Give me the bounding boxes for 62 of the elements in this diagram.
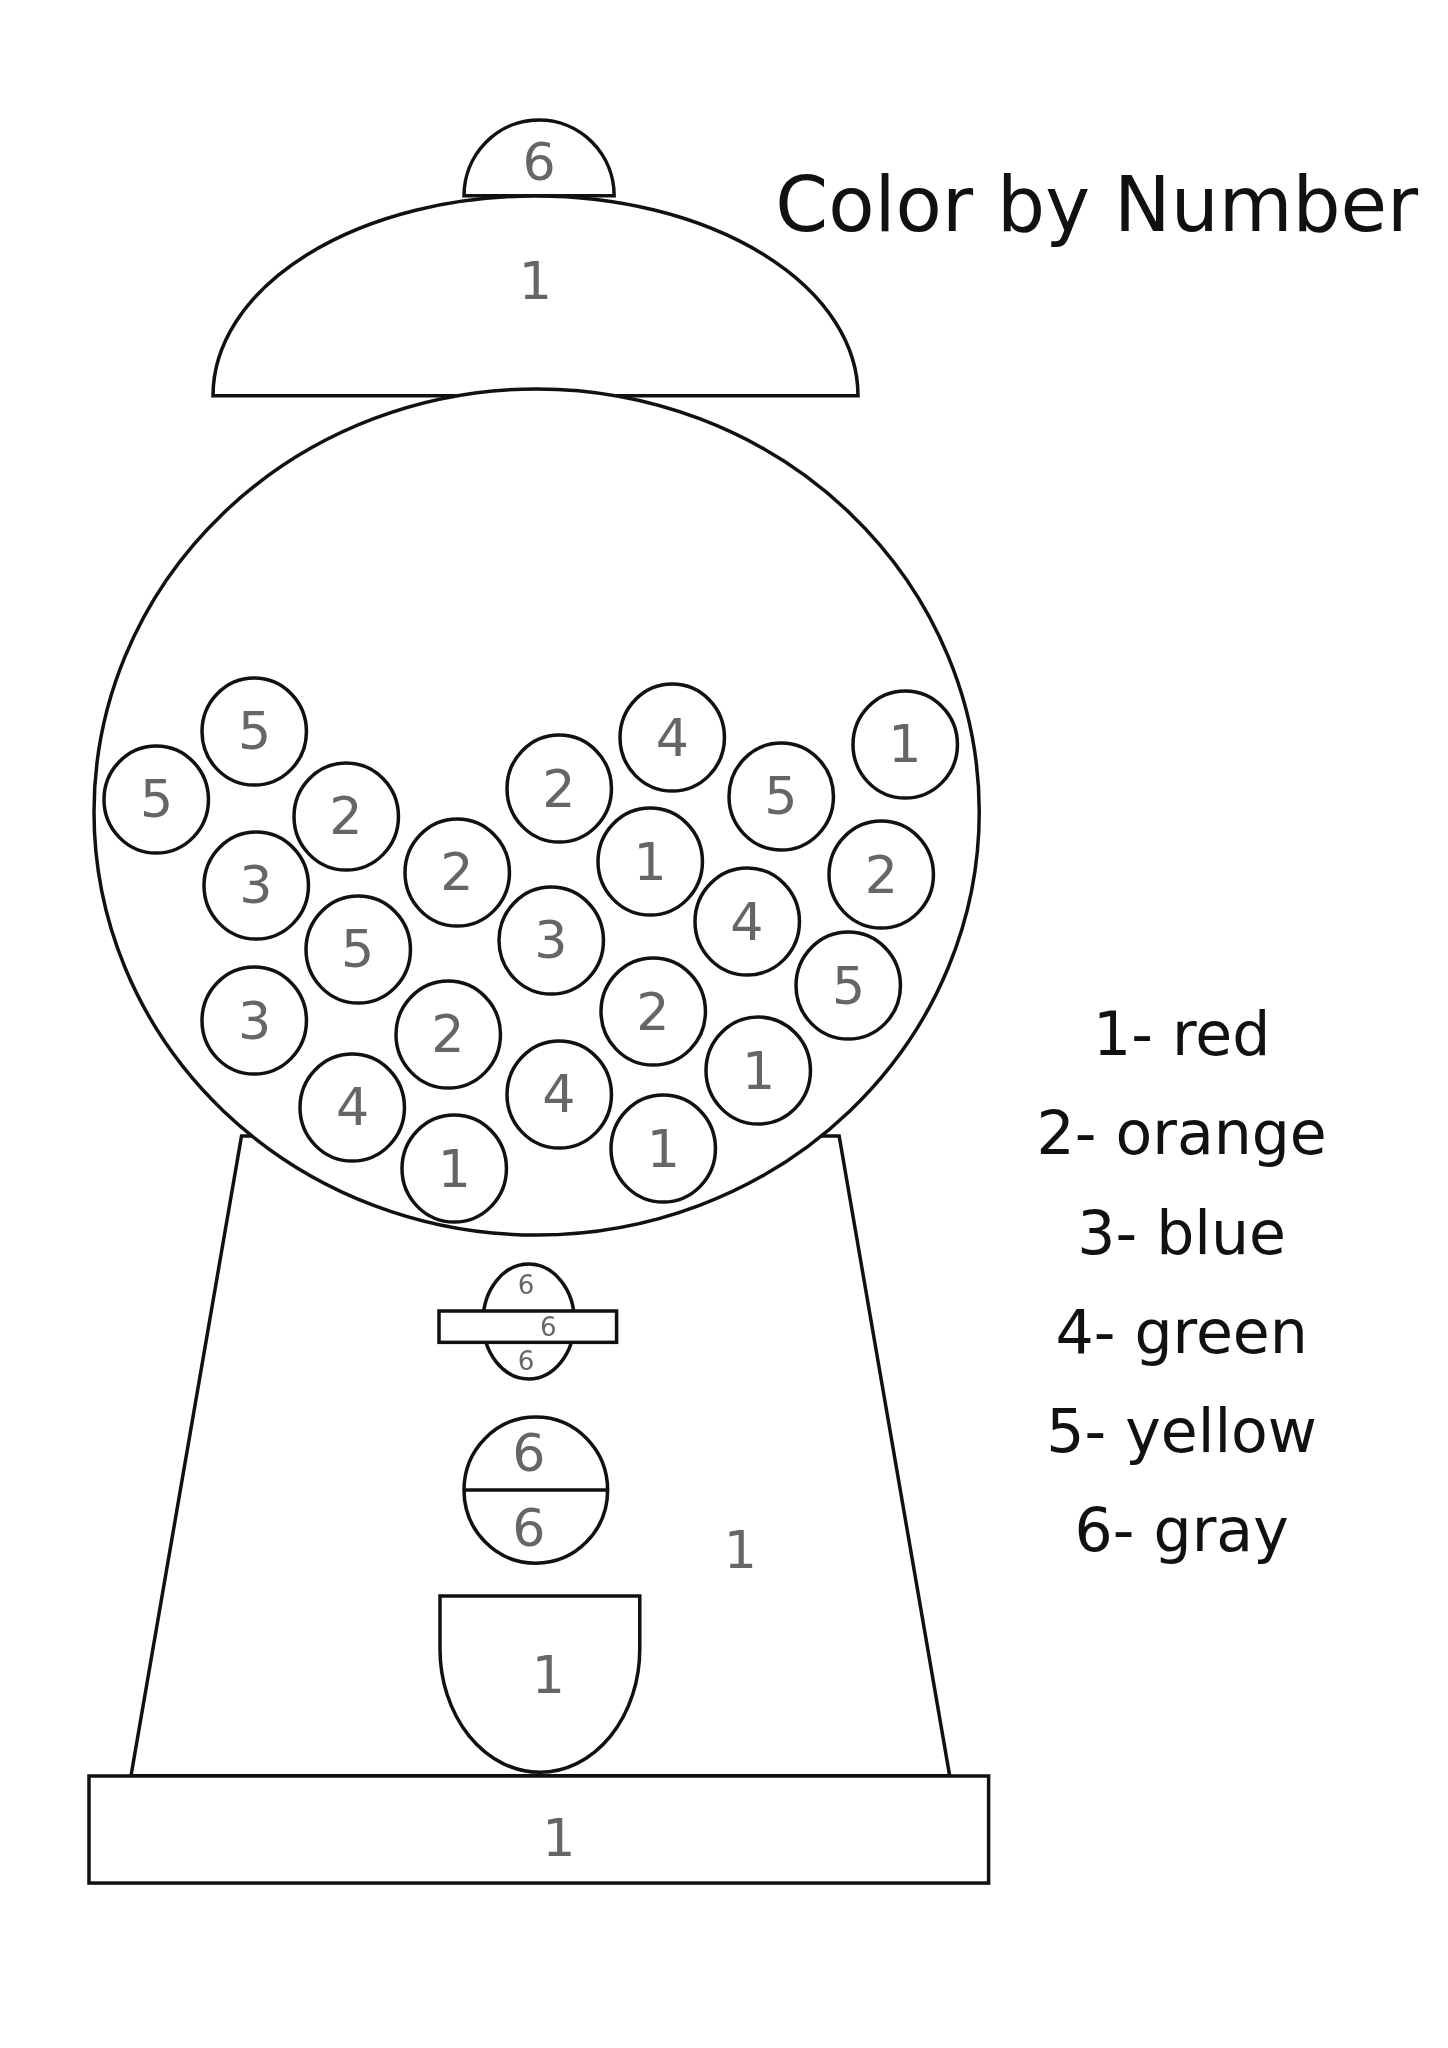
gumball <box>293 762 399 870</box>
gumball <box>202 967 307 1075</box>
gumball <box>598 808 703 916</box>
page-title: Color by Number <box>775 168 1419 245</box>
color-number: 2 <box>431 1007 465 1061</box>
dispenser-cup <box>440 1595 640 1772</box>
gumball <box>852 690 958 798</box>
color-number: 6 <box>517 1271 535 1298</box>
gumball <box>203 831 309 939</box>
gumball <box>706 1017 811 1125</box>
knob-cap <box>463 120 614 196</box>
gumball <box>796 932 901 1040</box>
color-number: 2 <box>542 762 576 815</box>
color-key-entry: 1- red <box>1092 1004 1271 1065</box>
color-number: 5 <box>237 705 272 758</box>
color-number: 3 <box>239 859 273 912</box>
gumball <box>305 895 410 1003</box>
gumball <box>104 745 209 853</box>
gumball <box>600 958 706 1066</box>
color-number: 4 <box>655 711 689 764</box>
gumball <box>300 1053 405 1161</box>
gumball <box>402 1115 507 1223</box>
color-number: 6 <box>512 1427 546 1480</box>
color-number: 1 <box>741 1044 776 1097</box>
color-key-entry: 3- blue <box>1077 1202 1286 1263</box>
color-number: 2 <box>440 846 474 899</box>
color-number: 1 <box>633 835 667 888</box>
color-number: 3 <box>534 913 568 967</box>
gumball <box>728 742 833 850</box>
color-number: 3 <box>237 994 272 1048</box>
color-number: 4 <box>542 1068 576 1121</box>
color-number: 6 <box>512 1501 546 1554</box>
gumball <box>395 980 501 1088</box>
color-number: 4 <box>730 895 764 948</box>
gumball <box>202 677 307 785</box>
color-number: 2 <box>636 985 670 1038</box>
color-number: 2 <box>329 789 363 843</box>
color-number: 1 <box>888 718 922 771</box>
gumball <box>498 886 604 994</box>
gumball <box>620 684 725 792</box>
gumball <box>506 735 612 843</box>
color-number: 1 <box>542 1812 576 1865</box>
color-number: 6 <box>517 1347 535 1374</box>
gumball <box>506 1040 612 1148</box>
gumball <box>611 1095 716 1203</box>
color-number: 4 <box>335 1081 370 1134</box>
color-number: 1 <box>437 1142 471 1195</box>
color-number: 1 <box>723 1523 757 1576</box>
color-number: 1 <box>518 254 552 307</box>
gumball <box>404 818 510 926</box>
color-number: 6 <box>522 135 556 188</box>
gumball <box>694 868 800 976</box>
color-number: 2 <box>864 848 898 901</box>
color-number: 1 <box>531 1649 565 1702</box>
color-number: 5 <box>832 959 866 1012</box>
gumball <box>829 821 934 929</box>
color-number: 6 <box>540 1313 557 1340</box>
color-number: 1 <box>646 1122 680 1176</box>
color-number: 5 <box>764 770 798 823</box>
color-number: 5 <box>341 923 375 976</box>
color-number: 5 <box>140 772 174 826</box>
coin-slot-bar <box>438 1310 617 1343</box>
